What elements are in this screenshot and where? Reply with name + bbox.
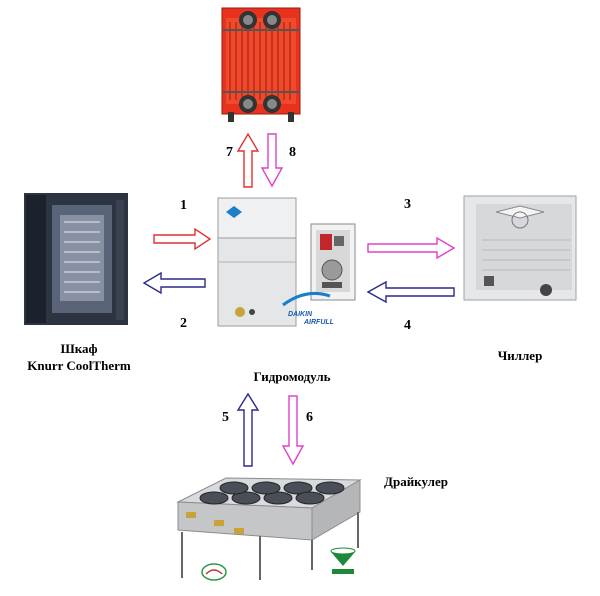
flow-arrow-2 bbox=[142, 271, 206, 295]
arrow-number-6: 6 bbox=[306, 410, 313, 425]
hydromodule-unit bbox=[217, 197, 297, 327]
certification-logo-left bbox=[201, 563, 227, 581]
arrow-number-8: 8 bbox=[289, 145, 296, 160]
cabinet-model-label: Knurr CoolTherm bbox=[27, 358, 131, 373]
daikin-logo-text: DAIKIN bbox=[288, 311, 313, 318]
arrow-number-7: 7 bbox=[226, 145, 233, 160]
chiller-unit bbox=[463, 195, 577, 301]
drycooler-unit bbox=[176, 477, 362, 580]
arrow-number-3: 3 bbox=[404, 197, 411, 212]
flow-arrow-4 bbox=[366, 280, 455, 304]
flow-arrow-7 bbox=[236, 132, 260, 188]
flow-arrow-6 bbox=[281, 395, 305, 466]
control-panel: DAIKIN AIRFULL bbox=[282, 223, 356, 326]
chiller-label: Чиллер bbox=[498, 348, 543, 363]
flow-arrow-5 bbox=[236, 392, 260, 467]
drycooler-label: Драйкулер bbox=[384, 474, 448, 489]
flow-arrow-3 bbox=[367, 236, 456, 260]
server-cabinet bbox=[24, 193, 128, 325]
flow-arrow-8 bbox=[260, 133, 284, 188]
arrow-number-1: 1 bbox=[180, 198, 187, 213]
plate-heat-exchanger bbox=[221, 7, 301, 122]
arrow-number-4: 4 bbox=[404, 318, 411, 333]
cabinet-label: Шкаф bbox=[60, 341, 97, 356]
hydromodule-label: Гидромодуль bbox=[253, 369, 330, 384]
arrow-number-5: 5 bbox=[222, 410, 229, 425]
airfull-logo-text: AIRFULL bbox=[303, 319, 334, 326]
flow-arrow-1 bbox=[153, 227, 212, 251]
arrow-number-2: 2 bbox=[180, 316, 187, 331]
certification-logo-right bbox=[330, 547, 356, 574]
